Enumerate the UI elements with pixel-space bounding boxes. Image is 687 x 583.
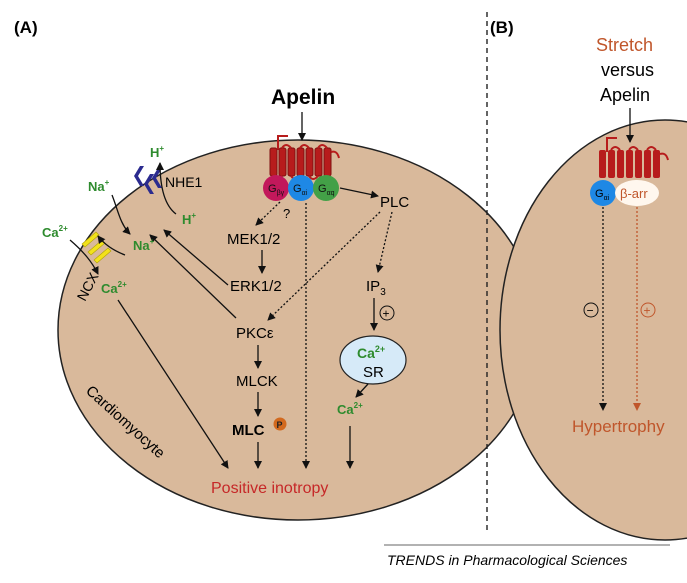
phospho-badge (273, 417, 287, 431)
mlck-label: MLCK (236, 373, 278, 390)
receptor-b-icon (599, 137, 669, 178)
versus-label: versus (601, 60, 654, 80)
pkc-to-nhe-arrow (149, 234, 237, 319)
nhe1-label: NHE1 (165, 174, 203, 190)
ip3-plus-label: + (383, 307, 390, 321)
apelin-label: Apelin (271, 86, 335, 109)
sr-label: SR (363, 364, 384, 381)
na-in-label: Na+ (133, 237, 155, 253)
gaq-to-plc-arrow (339, 187, 379, 199)
h-out-label: H+ (150, 144, 164, 160)
g-alpha-i-b-subunit (590, 180, 616, 206)
ca-influx-arrow (69, 239, 99, 275)
minus-circle-icon (583, 302, 599, 318)
plc-label: PLC (380, 194, 409, 211)
apelin-receptor-icon (269, 135, 340, 180)
mek-label: MEK1/2 (227, 231, 280, 248)
ca-out-label: Ca2+ (42, 224, 68, 240)
beta-arrestin (615, 180, 659, 206)
g-ai-b-label: Gαi (595, 188, 610, 202)
ip3-label: IP3 (366, 278, 386, 298)
panel-a-tag: (A) (14, 18, 38, 37)
pkc-label: PKCε (236, 325, 274, 342)
erk-to-nhe-arrow (163, 229, 229, 286)
sr-ca-label: Ca2+ (357, 344, 385, 361)
plc-to-pkc-dotted-arrow (267, 211, 381, 321)
ca-in-label: Ca2+ (101, 280, 127, 296)
sr-release-arrow (355, 383, 369, 398)
mlc-label: MLC (232, 422, 265, 439)
phospho-label: P (277, 420, 283, 430)
question-mark: ? (283, 206, 290, 221)
erk-label: ERK1/2 (230, 278, 282, 295)
sr-release-ca-label: Ca2+ (337, 401, 363, 417)
positive-inotropy-label: Positive inotropy (211, 480, 328, 497)
nhe1-exchanger-icon (134, 166, 162, 194)
na-ncx-arrow (97, 235, 126, 256)
h-efflux-arrow (156, 162, 177, 215)
na-out-label: Na+ (88, 178, 110, 194)
apelin-b-label: Apelin (600, 85, 650, 105)
g-by-label: Gβγ (268, 183, 285, 197)
minus-label: − (587, 304, 594, 318)
sarcoplasmic-reticulum (339, 335, 407, 385)
panel-b-cell (499, 119, 687, 541)
stretch-label: Stretch (596, 35, 653, 55)
g-beta-gamma-subunit (263, 175, 289, 201)
na-influx-arrow (111, 194, 131, 235)
plus-circle-icon (379, 305, 395, 321)
g-aq-label: Gαq (318, 183, 335, 197)
hypertrophy-label: Hypertrophy (572, 417, 665, 436)
g-ai-label: Gαi (293, 183, 308, 197)
gby-to-mek-dotted-arrow (255, 201, 281, 226)
h-in-label: H+ (182, 211, 196, 227)
plus-b-label: + (644, 304, 651, 318)
plus-circle-b-icon (640, 302, 656, 318)
g-alpha-i-subunit (288, 175, 314, 201)
g-alpha-q-subunit (313, 175, 339, 201)
panel-b-tag: (B) (490, 18, 514, 37)
footer-source: TRENDS in Pharmacological Sciences (387, 552, 627, 568)
ca-in-to-inotropy-arrow (117, 299, 229, 469)
beta-arrestin-label: β-arr (620, 186, 648, 201)
